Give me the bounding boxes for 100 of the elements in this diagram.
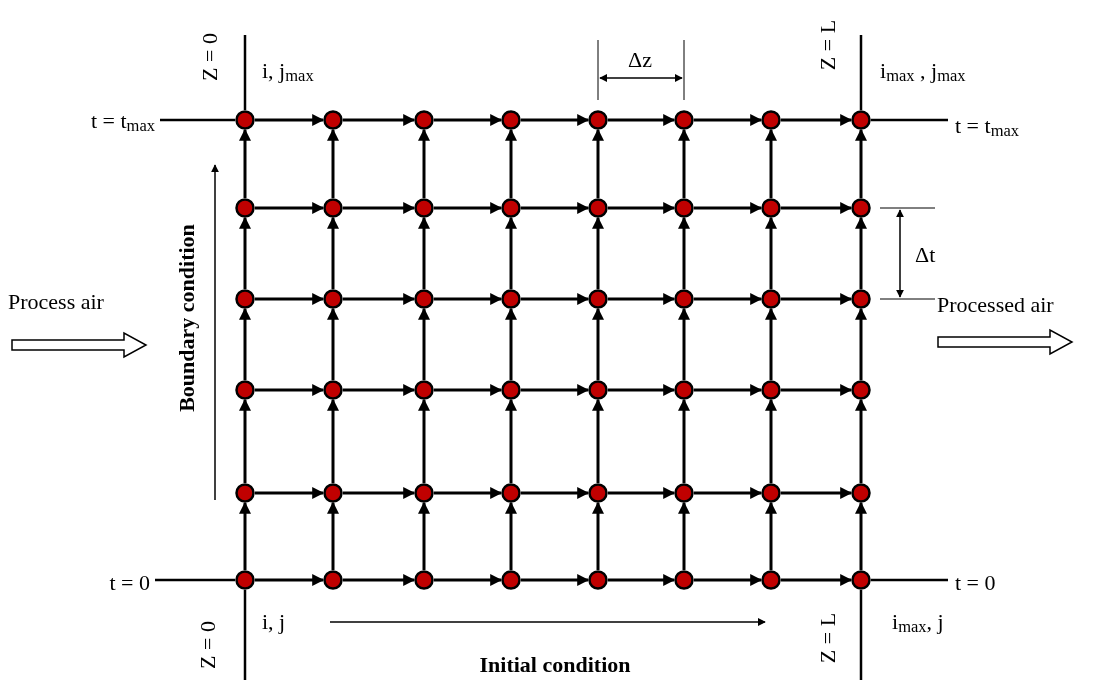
arrow xyxy=(694,202,763,214)
arrow xyxy=(255,202,325,214)
arrow xyxy=(239,398,251,483)
arrow xyxy=(418,501,430,570)
arrow xyxy=(855,307,867,380)
arrow xyxy=(678,216,690,289)
arrow xyxy=(694,487,763,499)
arrow xyxy=(418,128,430,198)
arrow xyxy=(255,293,325,305)
arrow xyxy=(343,384,416,396)
arrow xyxy=(239,307,251,380)
arrow xyxy=(505,501,517,570)
arrow xyxy=(855,216,867,289)
arrow xyxy=(521,114,590,126)
arrow xyxy=(434,574,503,586)
arrow xyxy=(418,216,430,289)
arrow xyxy=(608,293,676,305)
arrow xyxy=(327,128,339,198)
axis-label: t = 0 xyxy=(955,572,996,594)
arrow xyxy=(855,501,867,570)
arrow xyxy=(255,384,325,396)
arrow xyxy=(678,501,690,570)
arrow xyxy=(765,501,777,570)
grid-index-label: i$_{max}$ , j$_{max}$ xyxy=(880,59,966,85)
arrow xyxy=(434,384,503,396)
axis-label: Z = L xyxy=(817,19,839,71)
arrow xyxy=(521,487,590,499)
arrow xyxy=(781,574,853,586)
arrow xyxy=(521,384,590,396)
axis-label: Z = L xyxy=(817,612,839,664)
grid-index-label: i, j$_{max}$ xyxy=(262,59,314,85)
arrow xyxy=(343,487,416,499)
arrow xyxy=(694,114,763,126)
arrow xyxy=(608,114,676,126)
arrow xyxy=(592,307,604,380)
arrow xyxy=(592,216,604,289)
arrow xyxy=(255,114,325,126)
arrow xyxy=(608,487,676,499)
axis-label: t = t$_{max}$ xyxy=(955,114,1020,140)
arrow xyxy=(505,216,517,289)
arrow xyxy=(239,128,251,198)
arrow xyxy=(592,501,604,570)
arrow xyxy=(327,216,339,289)
arrow xyxy=(239,501,251,570)
arrow xyxy=(592,398,604,483)
arrow xyxy=(255,487,325,499)
arrow xyxy=(327,501,339,570)
condition-label: Initial condition xyxy=(479,654,631,676)
arrow xyxy=(343,574,416,586)
flow-label: Processed air xyxy=(937,294,1054,316)
arrow xyxy=(505,128,517,198)
arrow xyxy=(327,398,339,483)
arrow xyxy=(608,384,676,396)
arrow xyxy=(694,384,763,396)
arrow xyxy=(608,202,676,214)
arrow xyxy=(239,216,251,289)
arrow xyxy=(694,293,763,305)
arrow xyxy=(521,574,590,586)
arrow xyxy=(781,202,853,214)
arrow xyxy=(434,202,503,214)
axis-label: Z = 0 xyxy=(199,33,221,81)
axis-label: t = 0 xyxy=(109,572,150,594)
axis-label: t = t$_{max}$ xyxy=(90,109,155,135)
dimension-label: Δt xyxy=(915,244,936,266)
arrow xyxy=(327,307,339,380)
grid-index-label: i$_{max}$, j xyxy=(892,610,944,636)
arrow xyxy=(765,307,777,380)
arrow xyxy=(434,293,503,305)
flow-label: Process air xyxy=(8,291,104,313)
arrow xyxy=(781,293,853,305)
arrow xyxy=(855,398,867,483)
arrow xyxy=(855,128,867,198)
arrow xyxy=(678,128,690,198)
arrow xyxy=(781,487,853,499)
arrow xyxy=(765,398,777,483)
arrow xyxy=(343,202,416,214)
arrow xyxy=(781,384,853,396)
arrow xyxy=(765,128,777,198)
arrow xyxy=(343,114,416,126)
arrow xyxy=(765,216,777,289)
arrow xyxy=(694,574,763,586)
arrow xyxy=(608,574,676,586)
arrow xyxy=(505,398,517,483)
arrow xyxy=(678,307,690,380)
grid-index-label: i, j xyxy=(262,611,286,633)
arrow xyxy=(521,293,590,305)
arrow xyxy=(418,307,430,380)
arrow xyxy=(678,398,690,483)
arrow xyxy=(434,487,503,499)
arrow xyxy=(255,574,325,586)
arrow xyxy=(521,202,590,214)
arrow xyxy=(505,307,517,380)
arrow xyxy=(343,293,416,305)
dimension-label: Δz xyxy=(628,49,652,71)
axis-label: Z = 0 xyxy=(197,621,219,669)
arrow xyxy=(781,114,853,126)
arrow xyxy=(418,398,430,483)
arrow xyxy=(434,114,503,126)
condition-label: Boundary condition xyxy=(176,224,198,412)
arrow xyxy=(592,128,604,198)
